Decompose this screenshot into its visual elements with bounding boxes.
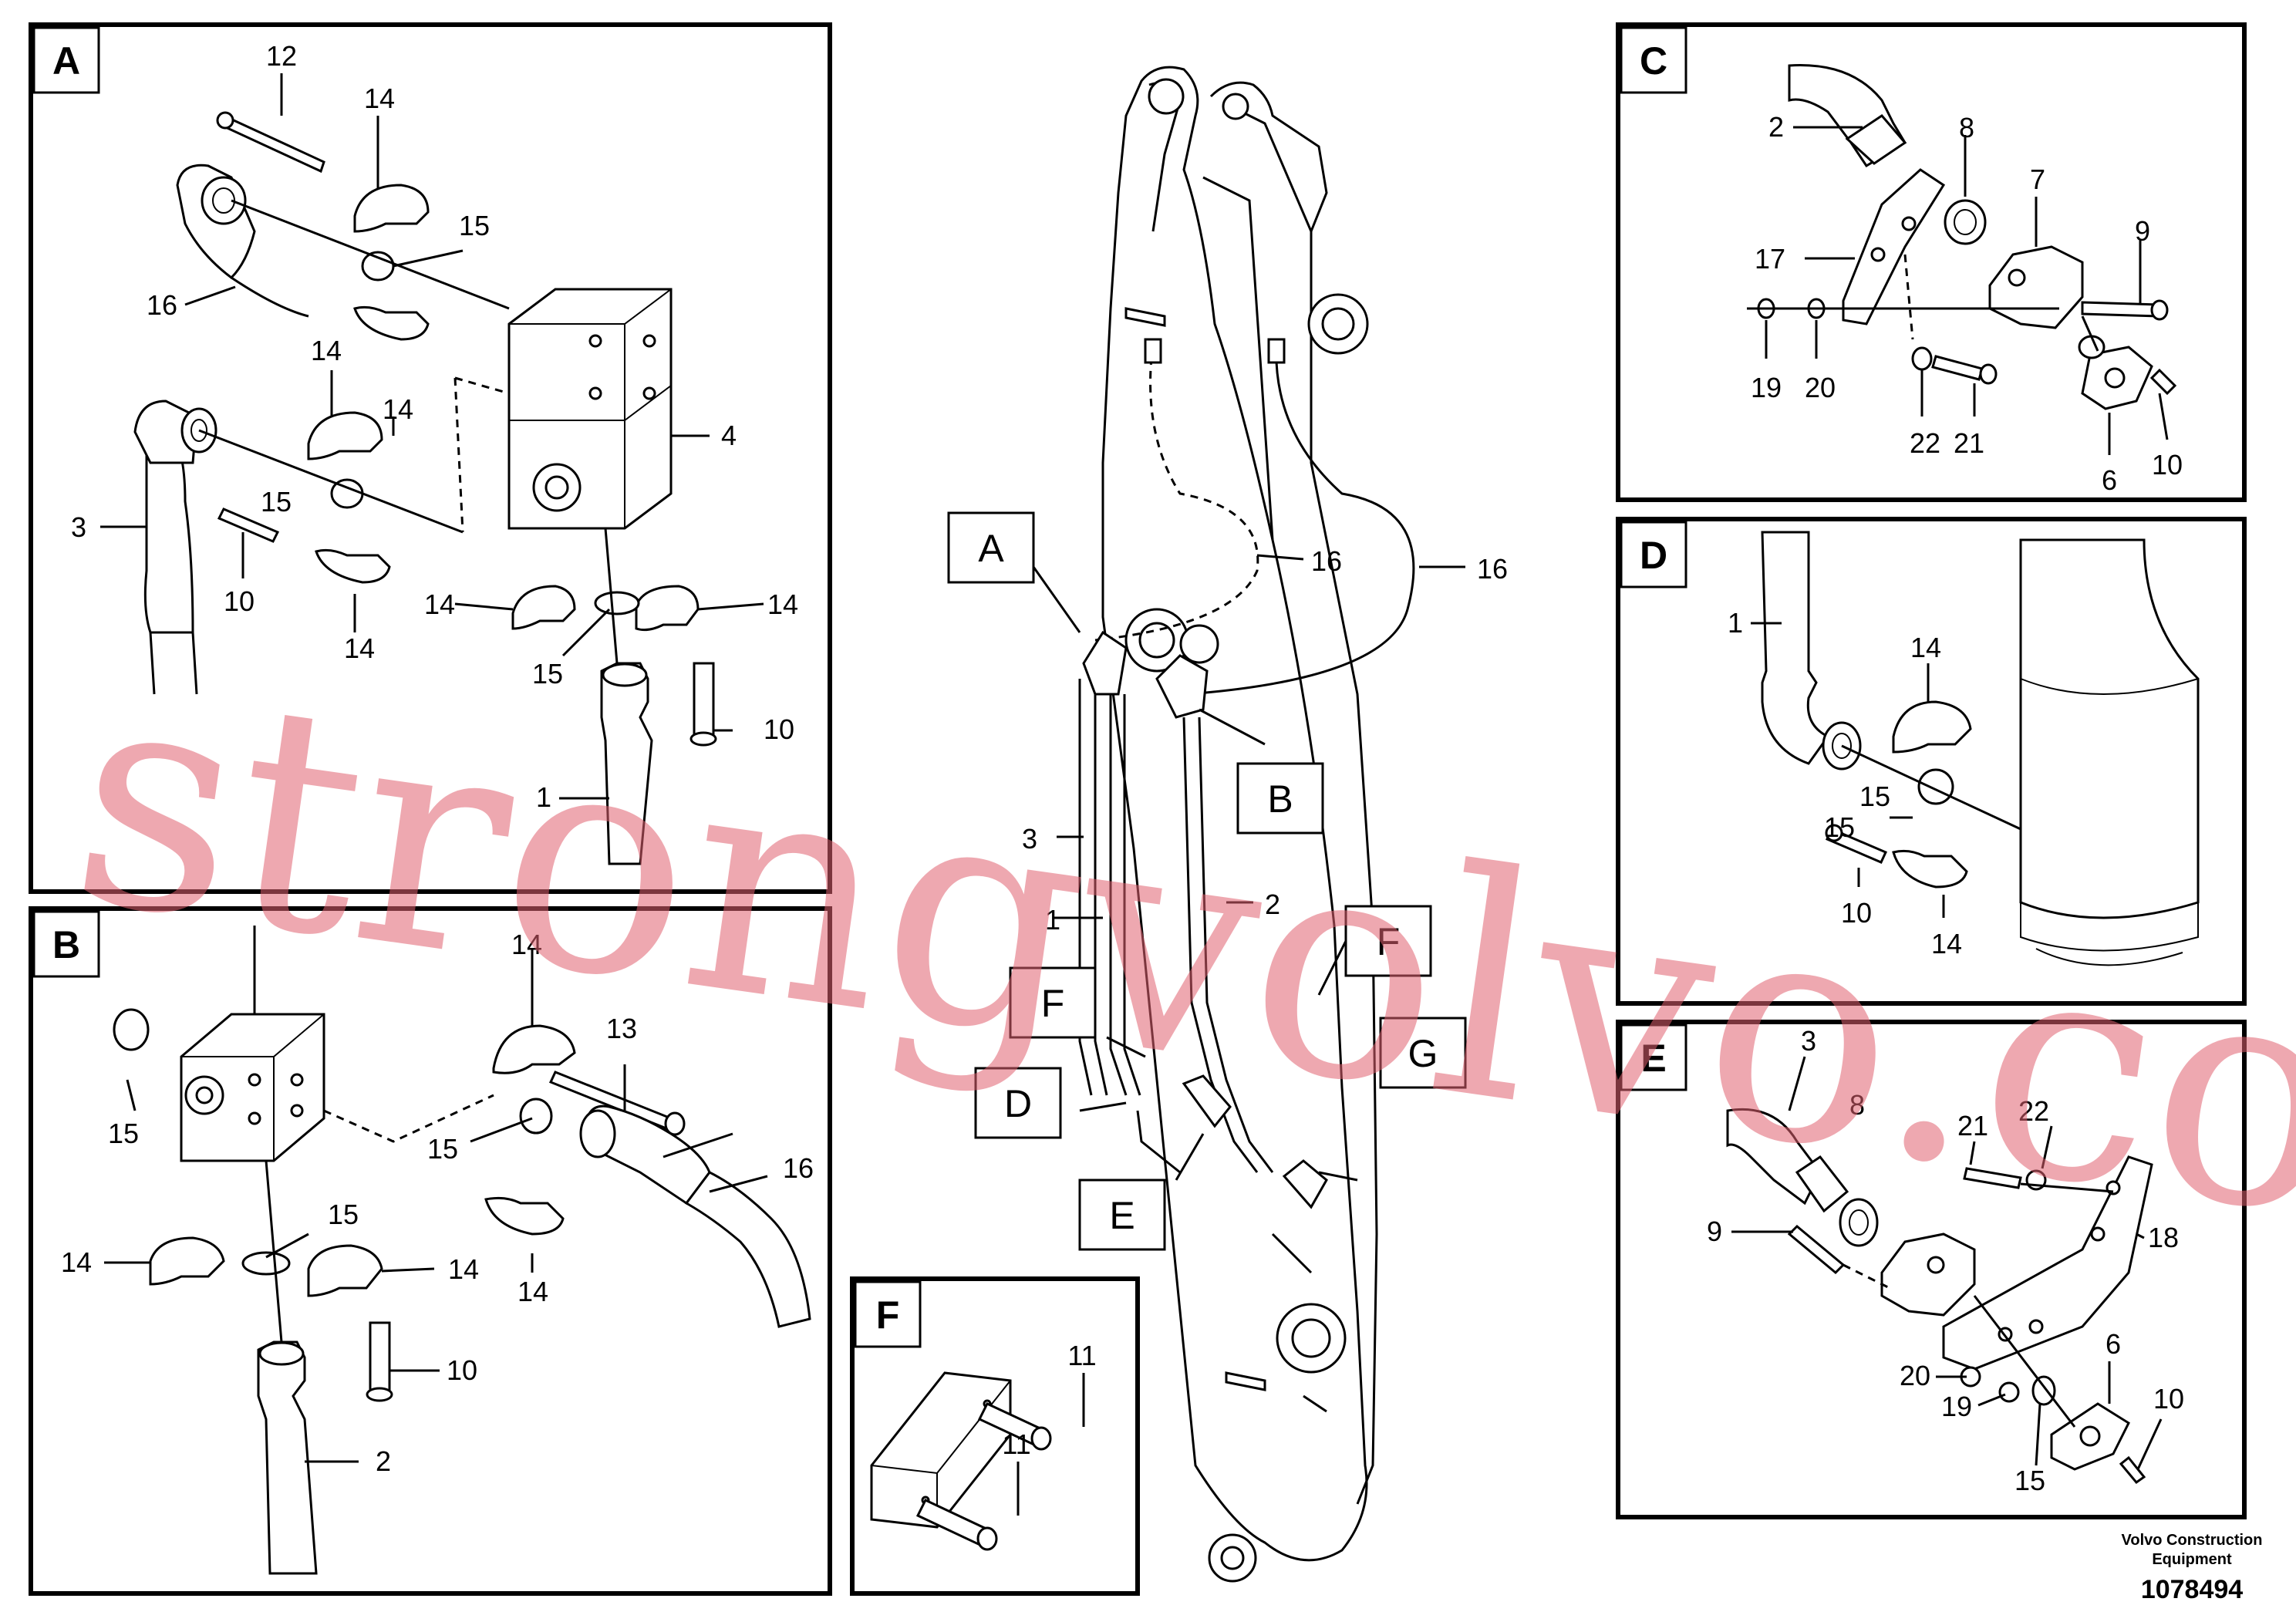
- panel-b: B 15 14 13: [29, 906, 832, 1596]
- label: 15: [2014, 1465, 2045, 1496]
- label: 20: [1805, 372, 1836, 403]
- label: 1: [1045, 904, 1060, 936]
- label: 14: [511, 929, 542, 960]
- label: 10: [447, 1354, 477, 1386]
- panel-e-labels: 3 8 21 22 9 18 20 19 6 10 15: [1707, 1025, 2184, 1496]
- label: 16: [1311, 545, 1342, 577]
- label: 8: [1959, 112, 1974, 143]
- callout: E: [1109, 1194, 1135, 1237]
- label: 21: [1957, 1110, 1988, 1141]
- label: 15: [532, 658, 563, 690]
- label: 14: [364, 83, 395, 114]
- label: 10: [1841, 897, 1872, 929]
- callout: D: [1004, 1082, 1032, 1125]
- label: 13: [606, 1013, 637, 1044]
- main-callouts: A B F F D G E: [947, 511, 1467, 1251]
- label: 9: [2135, 215, 2150, 247]
- label: 7: [2030, 164, 2045, 195]
- panel-a-title: A: [52, 39, 80, 83]
- panel-c-labels: 2 8 7 9 17 19 20 22 21 6 10: [1751, 111, 2183, 496]
- label: 3: [1022, 823, 1037, 855]
- label: 10: [2153, 1383, 2184, 1415]
- panel-e: E 3 8 21 22: [1616, 1020, 2247, 1519]
- label: 3: [1801, 1025, 1816, 1057]
- callout: B: [1267, 777, 1293, 821]
- panel-a-labels: 12 14 15 16 14 14 4 3 15 10 14 14 14 15 …: [71, 40, 798, 813]
- label: 15: [1859, 781, 1890, 812]
- callout: F: [1041, 982, 1065, 1025]
- label: 22: [1910, 427, 1940, 459]
- label: 15: [328, 1199, 359, 1230]
- label: 6: [2106, 1328, 2121, 1360]
- label: 10: [224, 585, 255, 617]
- label: 11: [1002, 1428, 1030, 1460]
- label: 16: [1477, 553, 1508, 585]
- label: 16: [147, 289, 177, 321]
- label: 21: [1954, 427, 1984, 459]
- panel-a: A: [29, 22, 832, 894]
- callout: A: [978, 527, 1004, 570]
- label: 22: [2018, 1095, 2049, 1127]
- panel-f: F 11 11: [850, 1276, 1140, 1596]
- label: 10: [764, 713, 794, 745]
- label: 4: [721, 420, 737, 451]
- label: 15: [459, 210, 490, 241]
- label: 14: [1931, 928, 1962, 959]
- panel-d-title: D: [1640, 534, 1667, 577]
- label: 6: [2102, 464, 2117, 496]
- company-line-1: Volvo Construction: [2122, 1532, 2263, 1549]
- main-boom-view: A B F F D G E 16 16 3 1 2: [947, 66, 1508, 1583]
- label: 14: [311, 335, 342, 366]
- panel-c: C 2 8 7: [1616, 22, 2247, 502]
- label: 14: [518, 1276, 548, 1307]
- panel-b-title: B: [52, 923, 80, 966]
- label: 14: [383, 393, 413, 425]
- label: 19: [1941, 1391, 1972, 1422]
- label: 14: [767, 588, 798, 620]
- label: 14: [424, 588, 455, 620]
- label: 2: [1265, 889, 1280, 920]
- label: 16: [783, 1152, 814, 1184]
- label: 17: [1755, 243, 1785, 275]
- label: 1: [1728, 607, 1743, 639]
- company-line-2: Equipment: [2152, 1551, 2232, 1568]
- panel-c-title: C: [1640, 39, 1667, 83]
- panel-d-labels: 1 14 15 15 10 14: [1728, 607, 1962, 959]
- label: 18: [2148, 1222, 2179, 1253]
- label: 9: [1707, 1216, 1722, 1247]
- panel-d: D 1 14 15 15 10 14: [1616, 517, 2247, 1006]
- label: 14: [61, 1246, 92, 1278]
- callout: F: [1377, 920, 1401, 963]
- callout: G: [1408, 1032, 1438, 1075]
- panel-e-title: E: [1640, 1037, 1666, 1080]
- label: 20: [1900, 1360, 1930, 1391]
- panel-f-title: F: [876, 1293, 900, 1337]
- label: 14: [344, 632, 375, 664]
- label: 11: [1067, 1340, 1096, 1371]
- label: 2: [1768, 111, 1784, 143]
- label: 3: [71, 511, 86, 543]
- panel-f-labels: 11 11: [1002, 1340, 1096, 1460]
- label: 14: [1910, 632, 1941, 663]
- label: 8: [1849, 1089, 1865, 1121]
- label: 2: [376, 1445, 391, 1477]
- drawing-number: 1078494: [2141, 1575, 2243, 1604]
- panel-b-labels: 15 14 13 15 16 15 14 14 14 10 2: [61, 929, 814, 1477]
- label: 14: [448, 1253, 479, 1285]
- label: 15: [427, 1133, 458, 1165]
- label: 15: [108, 1118, 139, 1149]
- label: 10: [2152, 449, 2183, 481]
- label: 15: [1824, 811, 1855, 843]
- footer: Volvo Construction Equipment 1078494: [2122, 1532, 2263, 1604]
- label: 19: [1751, 372, 1782, 403]
- label: 15: [261, 486, 292, 518]
- label: 1: [536, 781, 551, 813]
- main-labels: 16 16 3 1 2: [1022, 545, 1508, 936]
- label: 12: [266, 40, 297, 72]
